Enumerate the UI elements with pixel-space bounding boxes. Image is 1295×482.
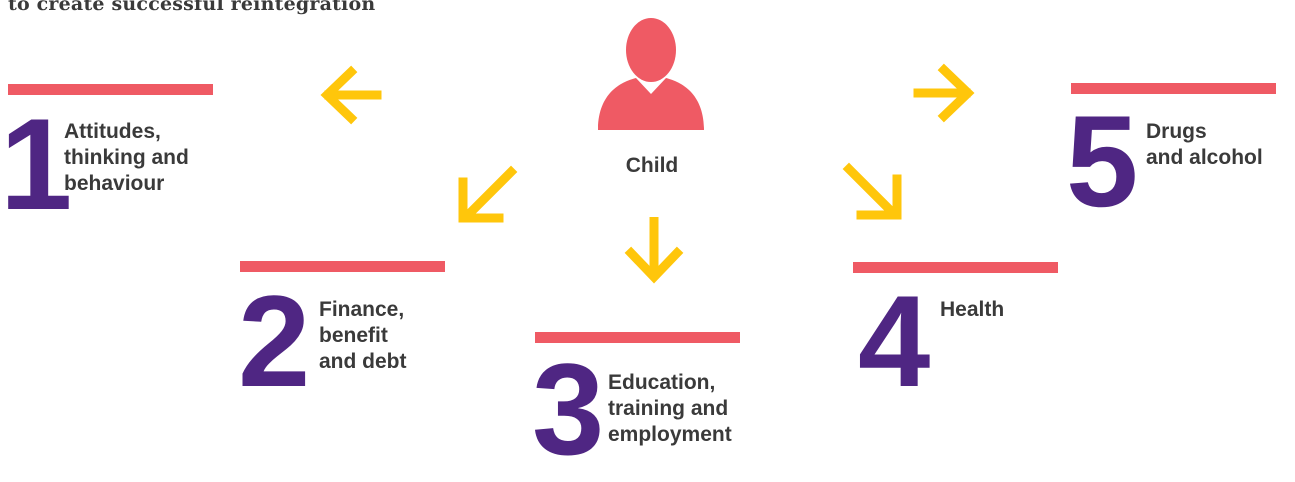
pathway-4-number: 4 — [858, 268, 930, 414]
arrow-down-left-icon — [458, 165, 518, 223]
pathway-2-label: Finance, benefit and debt — [319, 298, 407, 373]
diagram-heading: to create successful reintegration — [8, 0, 376, 15]
pathway-1-number: 1 — [0, 91, 72, 237]
pathway-3-number: 3 — [532, 336, 604, 482]
child-label: Child — [625, 154, 679, 177]
pathway-3-label: Education, training and employment — [608, 371, 732, 446]
pathway-2-bar — [240, 261, 445, 272]
pathway-5-bar — [1071, 83, 1276, 94]
pathway-2-number: 2 — [238, 268, 310, 414]
pathway-1-label: Attitudes, thinking and behaviour — [64, 120, 189, 195]
pathway-4-bar — [853, 262, 1058, 273]
pathway-3-bar — [535, 332, 740, 343]
arrow-right-icon — [913, 63, 975, 123]
arrow-down-icon — [624, 217, 684, 284]
pathway-4-label: Health — [940, 298, 1005, 321]
pathway-5-label: Drugs and alcohol — [1146, 120, 1263, 169]
pathway-5-number: 5 — [1066, 88, 1138, 234]
arrow-left-icon — [320, 65, 382, 125]
arrow-down-right-icon — [842, 162, 902, 220]
person-icon — [598, 18, 704, 130]
pathway-1-bar — [8, 84, 213, 95]
